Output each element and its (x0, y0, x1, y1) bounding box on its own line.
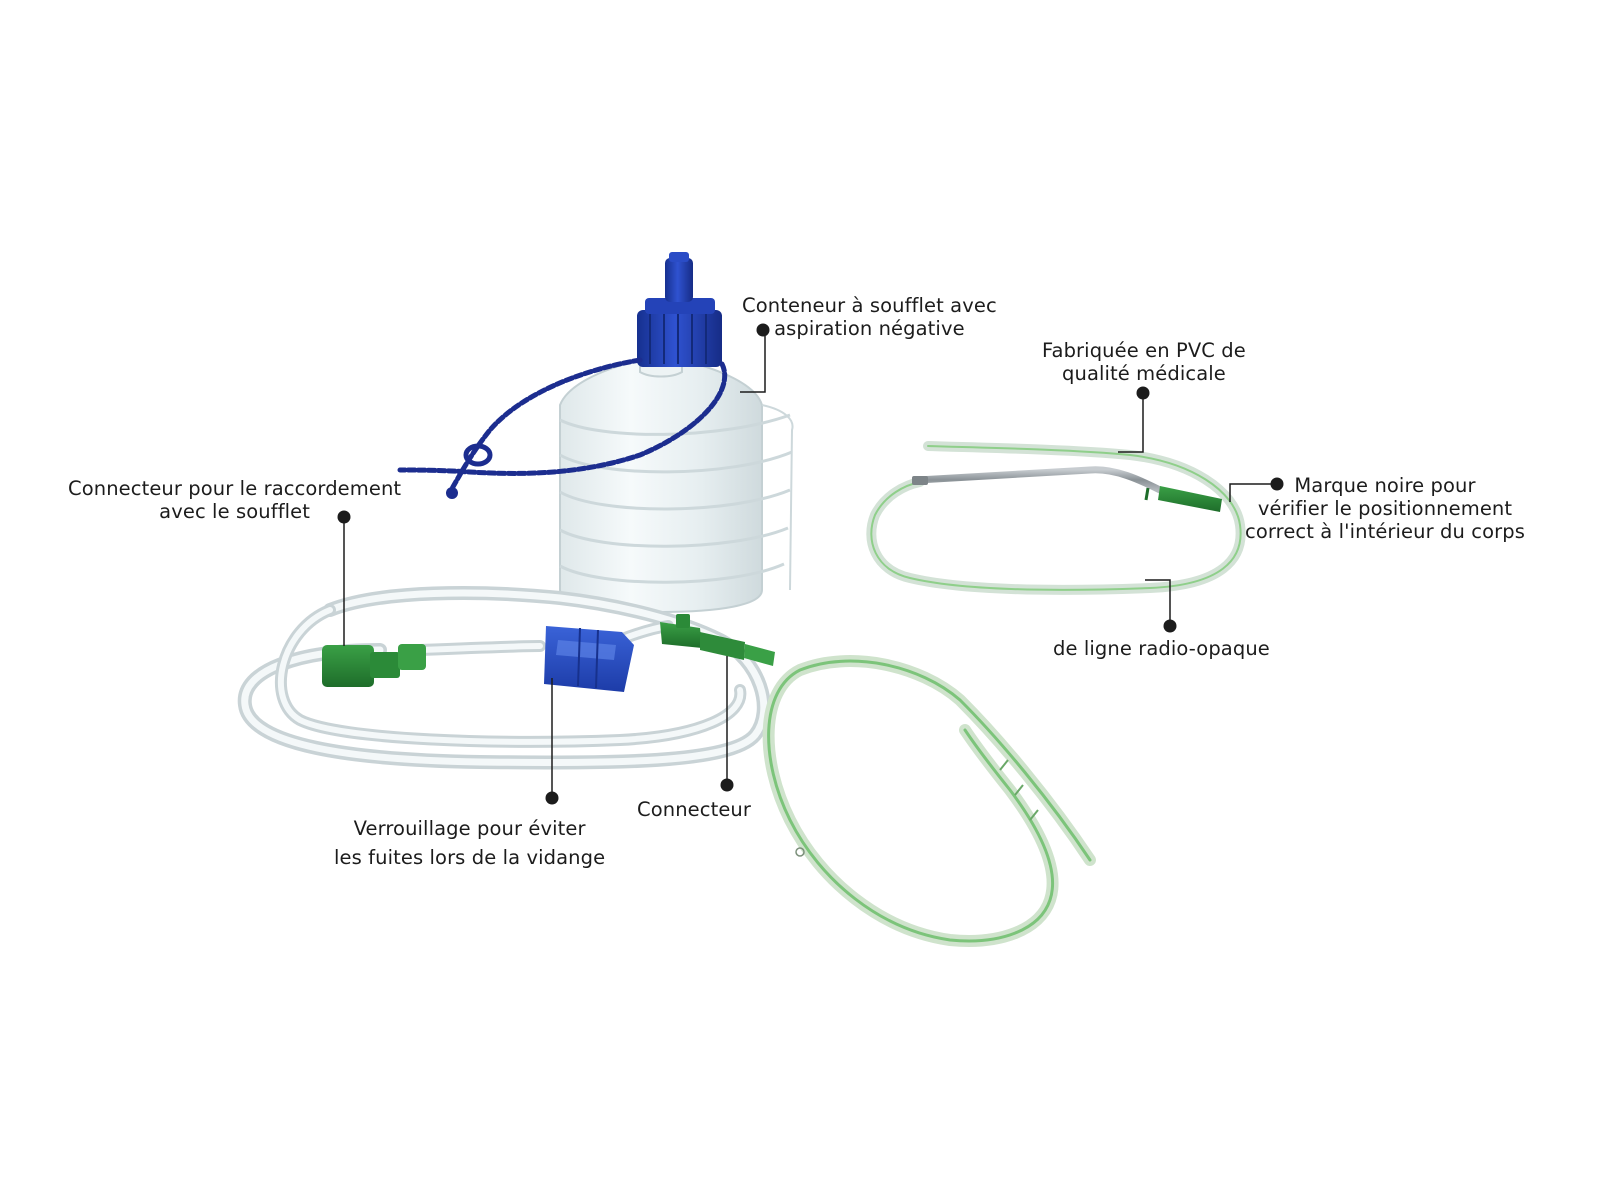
bellows-bottle (559, 359, 794, 614)
label-clamp-lock-line1: Verrouillage pour éviter (353, 817, 586, 840)
callout-connector (720, 656, 734, 792)
callout-pvc-material (1118, 386, 1150, 453)
green-catheter (762, 655, 1096, 947)
label-black-mark-line1: Marque noire pour (1294, 474, 1476, 497)
label-clamp-lock-line2: les fuites lors de la vidange (334, 846, 606, 869)
label-bellows-connector-line2: avec le soufflet (159, 500, 311, 523)
blue-clamp (544, 626, 634, 692)
label-black-mark: Marque noire pour vérifier le positionne… (1245, 474, 1525, 543)
trocar-catheter (866, 441, 1246, 595)
strap-loop (463, 443, 493, 467)
callout-bellows-container (740, 323, 770, 393)
label-bellows-container-line2: aspiration négative (774, 317, 965, 340)
label-radio-opaque: de ligne radio-opaque (1053, 637, 1270, 660)
callout-clamp-lock (545, 678, 559, 805)
label-bellows-connector-line1: Connecteur pour le raccordement (68, 477, 402, 500)
bottle-cap (637, 252, 722, 367)
callout-bellows-connector (337, 510, 351, 646)
label-black-mark-line3: correct à l'intérieur du corps (1245, 520, 1525, 543)
label-bellows-container: Conteneur à soufflet avec aspiration nég… (742, 294, 997, 340)
strap-end (446, 487, 458, 499)
label-pvc-material-line1: Fabriquée en PVC de (1042, 339, 1246, 362)
label-connector-line1: Connecteur (637, 798, 752, 821)
label-clamp-lock: Verrouillage pour éviter les fuites lors… (334, 814, 605, 872)
label-black-mark-line2: vérifier le positionnement (1257, 497, 1513, 520)
blue-strap (397, 357, 728, 495)
callout-black-mark (1229, 477, 1284, 502)
label-pvc-material: Fabriquée en PVC de qualité médicale (1042, 339, 1246, 385)
label-bellows-connector: Connecteur pour le raccordement avec le … (68, 477, 401, 523)
label-bellows-container-line1: Conteneur à soufflet avec (742, 294, 997, 317)
label-pvc-material-line2: qualité médicale (1062, 362, 1226, 385)
callout-radio-opaque (1145, 579, 1177, 633)
green-connector-right (660, 614, 775, 666)
label-radio-opaque-line1: de ligne radio-opaque (1053, 637, 1270, 660)
green-connector-left (322, 644, 426, 687)
label-connector: Connecteur (637, 798, 751, 821)
